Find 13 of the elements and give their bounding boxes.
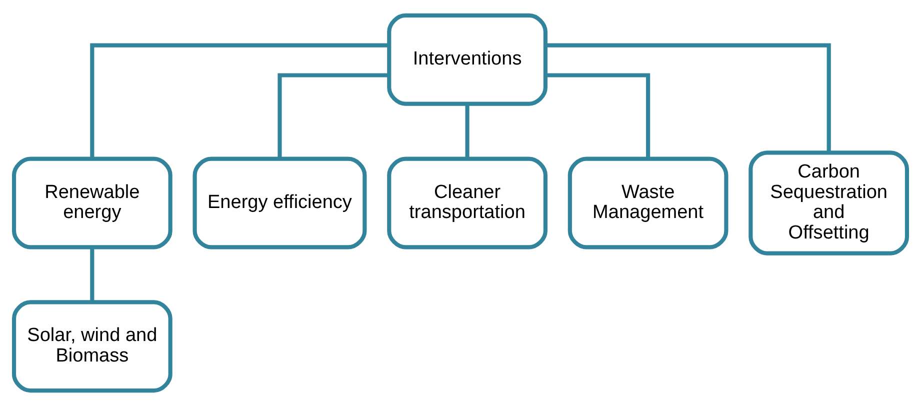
node-box: Renewable energy	[12, 156, 172, 249]
connector	[546, 72, 650, 158]
node-box: Interventions	[387, 12, 548, 106]
connector	[546, 42, 831, 152]
node-box: Energy efficiency	[192, 156, 367, 249]
node-box: Solar, wind and Biomass	[12, 300, 172, 392]
node-box: Carbon Sequestration and Offsetting	[748, 150, 910, 255]
connector	[465, 103, 470, 158]
node-box: Waste Management	[568, 156, 728, 249]
connector	[90, 246, 94, 302]
connector	[90, 42, 390, 158]
connector	[278, 72, 389, 158]
node-box: Cleaner transportation	[387, 156, 548, 249]
